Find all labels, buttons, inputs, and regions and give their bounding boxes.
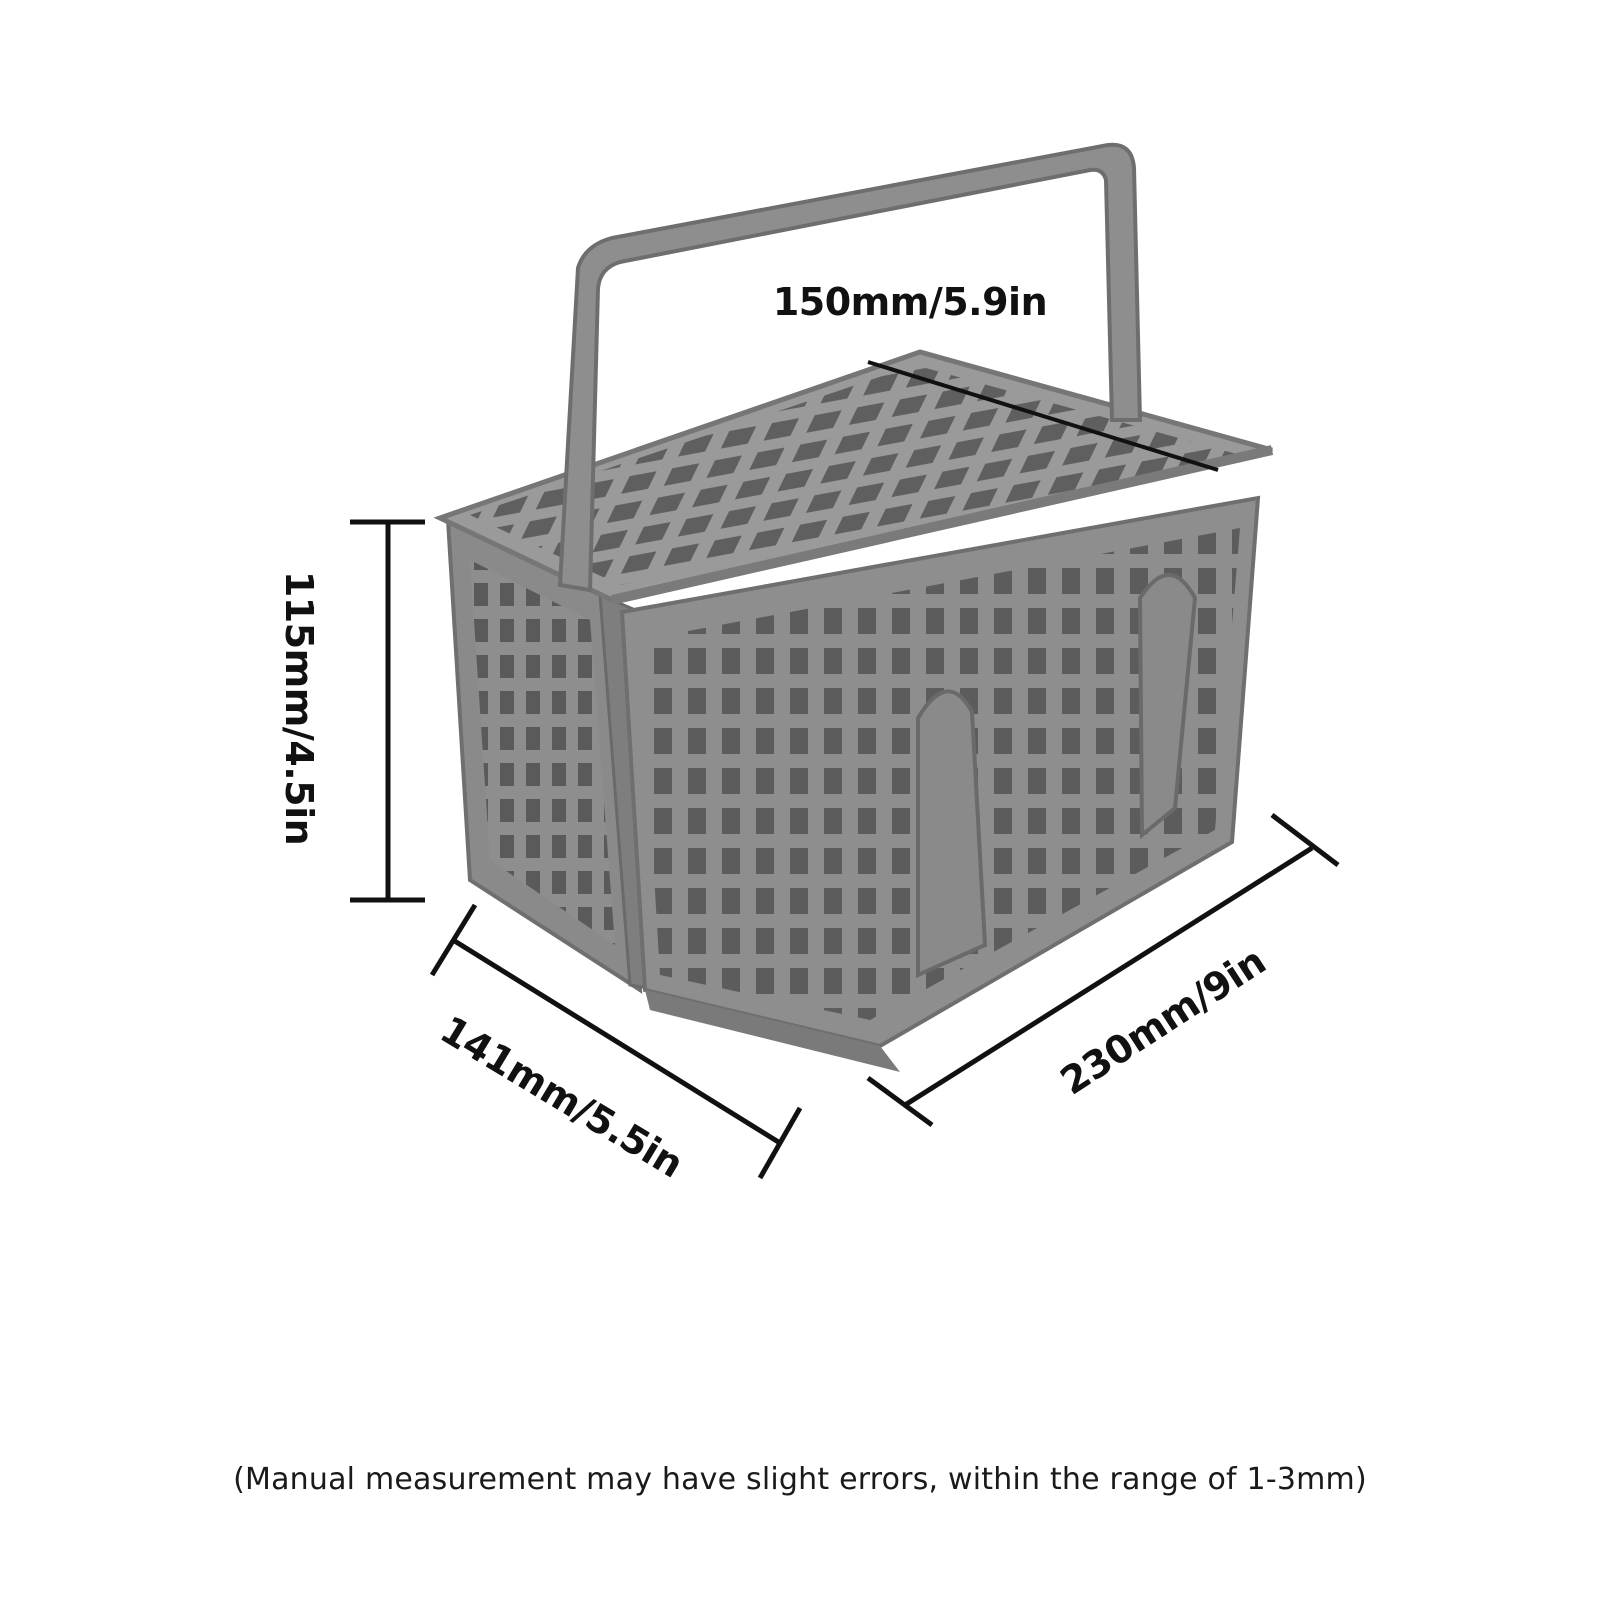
- dimension-depth-cap-right: [757, 1106, 803, 1180]
- basket-left-side-grid: [470, 560, 615, 945]
- basket-lid-grid: [470, 365, 1240, 585]
- dimension-length-cap-right: [1270, 813, 1340, 867]
- dimension-lid-width: 150mm/5.9in: [773, 280, 1219, 472]
- dimension-depth-cap-left: [429, 903, 478, 977]
- dimension-lid-width-line: [867, 360, 1219, 472]
- cutlery-basket: [433, 142, 1274, 1072]
- basket-handle: [557, 142, 1143, 593]
- measurement-footnote: (Manual measurement may have slight erro…: [233, 1462, 1367, 1497]
- dimension-length-label: 230mm/9in: [1053, 939, 1274, 1104]
- dimension-length-line: [903, 845, 1314, 1108]
- basket-front-slot-left: [916, 689, 988, 979]
- basket-front-slot-right: [1137, 573, 1198, 840]
- basket-bottom-lip: [645, 990, 900, 1072]
- basket-lid-center-divider: [610, 445, 1274, 605]
- dimension-length-cap-left: [866, 1075, 934, 1128]
- dimension-height: 115mm/4.5in: [277, 519, 425, 903]
- dimension-depth-label: 141mm/5.5in: [433, 1007, 691, 1186]
- dimension-height-label: 115mm/4.5in: [277, 571, 321, 845]
- dimension-lid-width-label: 150mm/5.9in: [773, 280, 1047, 324]
- dimension-depth-line: [451, 937, 782, 1146]
